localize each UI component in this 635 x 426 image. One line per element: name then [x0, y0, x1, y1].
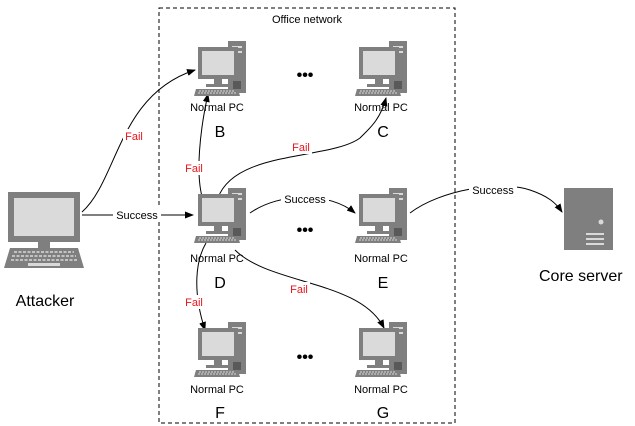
- pc-node-c: Normal PC C: [354, 40, 408, 141]
- svg-text:Success: Success: [116, 210, 158, 222]
- pc-f-name: Normal PC: [190, 384, 244, 396]
- pc-d-letter: D: [214, 275, 226, 292]
- core-server-label: Core server: [539, 268, 623, 285]
- desktop-pc-icon: [193, 187, 247, 244]
- attacker-node: Attacker: [4, 192, 84, 310]
- edge-label-attacker-b: Fail: [123, 129, 145, 143]
- edge-d-c: [217, 97, 388, 199]
- pc-d-name: Normal PC: [190, 253, 244, 265]
- pc-node-b: Normal PC B: [190, 40, 247, 141]
- office-network-label: Office network: [272, 14, 343, 26]
- pc-e-letter: E: [378, 275, 389, 292]
- pc-c-name: Normal PC: [354, 102, 408, 114]
- edge-label-d-c: Fail: [290, 140, 312, 154]
- edge-d-b: [198, 93, 210, 201]
- ellipsis-top: •••: [297, 67, 314, 84]
- edge-label-d-e: Success: [281, 192, 329, 206]
- pc-node-g: Normal PC G: [354, 321, 408, 422]
- pc-g-letter: G: [377, 405, 389, 422]
- core-server-node: Core server: [539, 188, 623, 285]
- pc-g-name: Normal PC: [354, 384, 408, 396]
- pc-b-letter: B: [215, 124, 226, 141]
- desktop-pc-icon: [354, 321, 408, 378]
- svg-text:Fail: Fail: [185, 297, 203, 309]
- ellipsis-bottom: •••: [297, 349, 314, 366]
- edge-label-e-server: Success: [469, 183, 517, 197]
- svg-text:Success: Success: [284, 194, 326, 206]
- edge-d-f: [196, 242, 207, 331]
- desktop-pc-icon: [354, 187, 408, 244]
- server-icon: [564, 188, 613, 250]
- svg-text:Fail: Fail: [185, 163, 203, 175]
- pc-c-letter: C: [377, 124, 389, 141]
- pc-node-f: Normal PC F: [190, 321, 247, 422]
- attacker-label: Attacker: [16, 293, 75, 310]
- pc-f-letter: F: [215, 405, 225, 422]
- edge-label-d-f: Fail: [183, 295, 205, 309]
- pc-node-d: Normal PC D: [190, 187, 247, 292]
- svg-text:Fail: Fail: [290, 284, 308, 296]
- svg-text:Fail: Fail: [292, 142, 310, 154]
- svg-text:Success: Success: [472, 185, 514, 197]
- edge-d-g: [234, 249, 385, 329]
- edge-label-d-g: Fail: [288, 282, 310, 296]
- desktop-pc-icon: [354, 40, 408, 97]
- pc-e-name: Normal PC: [354, 253, 408, 265]
- edge-e-server: [409, 185, 563, 214]
- laptop-icon: [4, 192, 84, 268]
- svg-text:Fail: Fail: [125, 131, 143, 143]
- ellipsis-middle: •••: [297, 222, 314, 239]
- edge-label-d-b: Fail: [183, 161, 205, 175]
- pc-node-e: Normal PC E: [354, 187, 408, 292]
- edge-label-attacker-d: Success: [113, 208, 161, 222]
- desktop-pc-icon: [193, 40, 247, 97]
- pc-b-name: Normal PC: [190, 102, 244, 114]
- desktop-pc-icon: [193, 321, 247, 378]
